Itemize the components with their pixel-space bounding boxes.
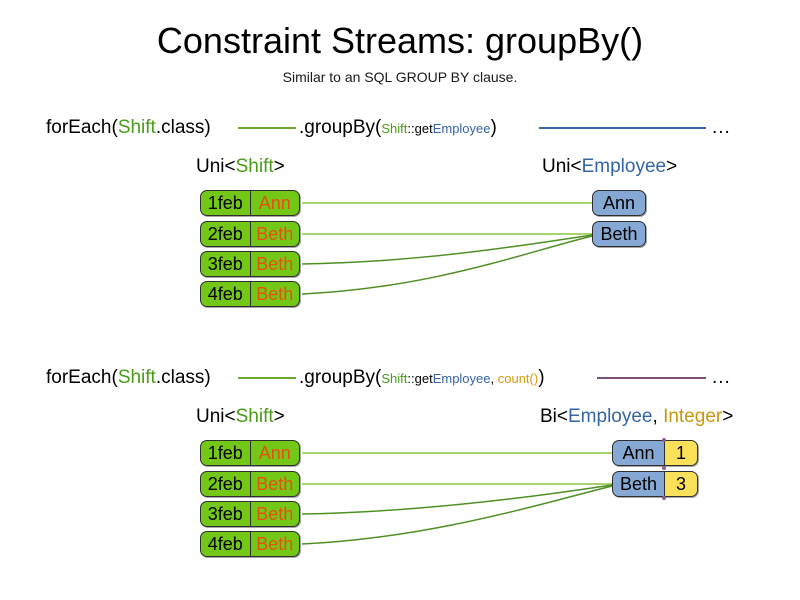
code-line-groupby-single: forEach(Shift.class) <box>46 116 211 140</box>
link-shift4-beth <box>301 235 593 295</box>
joint-dot-icon <box>662 496 666 500</box>
type-label-right-1: Uni<Employee> <box>542 155 677 178</box>
shift-date: 1feb <box>201 441 251 465</box>
employee-count: 3 <box>665 472 697 496</box>
type-label-right-1-type: Employee <box>581 156 667 177</box>
joint-dot-icon <box>662 466 666 470</box>
page-subtitle: Similar to an SQL GROUP BY clause. <box>282 69 518 85</box>
employee-box[interactable]: Ann <box>592 190 646 216</box>
shift-employee: Ann <box>258 193 291 213</box>
groupby-suffix: ) <box>490 117 497 138</box>
ellipsis-1: ... <box>712 117 731 138</box>
type-label-left-2-prefix: Uni< <box>196 406 236 427</box>
shift-date: 1feb <box>201 191 251 215</box>
rule-blue-1 <box>539 127 706 129</box>
type-label-right-1-suffix: > <box>666 156 678 177</box>
employee-count-box[interactable]: Beth 3 <box>612 471 698 497</box>
type-label-right-2: Bi<Employee, Integer> <box>540 405 733 428</box>
shift-box[interactable]: 3feb Beth <box>200 501 300 527</box>
ellipsis-2: ... <box>712 367 731 388</box>
shift-date: 3feb <box>201 502 251 526</box>
shift-date: 4feb <box>201 282 251 306</box>
shift-box[interactable]: 4feb Beth <box>200 531 300 557</box>
groupby-suffix: ) <box>538 367 545 388</box>
groupby-arg-comma: , <box>490 371 498 386</box>
shift-employee: Beth <box>256 504 294 524</box>
groupby-arg-property: Employee <box>432 371 491 386</box>
type-label-right-1-prefix: Uni< <box>542 156 582 177</box>
groupby-arg-class: Shift <box>381 371 408 386</box>
shift-box[interactable]: 1feb Ann <box>200 190 300 216</box>
employee-count: 1 <box>665 441 697 465</box>
groupby-arg-sep: ::get <box>407 371 433 386</box>
employee-name: Ann <box>613 441 665 465</box>
groupby-arg-collector: count() <box>497 371 539 386</box>
shift-date: 2feb <box>201 472 251 496</box>
groupby-arg-class: Shift <box>381 121 408 136</box>
employee-name: Ann <box>602 193 636 213</box>
shift-box[interactable]: 2feb Beth <box>200 471 300 497</box>
shift-date: 2feb <box>201 222 251 246</box>
shift-employee: Beth <box>256 474 294 494</box>
shift-box[interactable]: 3feb Beth <box>200 251 300 277</box>
shift-employee: Ann <box>258 443 291 463</box>
type-label-left-2: Uni<Shift> <box>196 405 285 428</box>
groupby-arg-sep: ::get <box>407 121 433 136</box>
shift-employee: Beth <box>256 254 294 274</box>
rule-green-2 <box>238 377 296 379</box>
employee-count-box[interactable]: Ann 1 <box>612 440 698 466</box>
groupby-arg-property: Employee <box>432 121 491 136</box>
foreach-suffix: .class) <box>155 117 211 138</box>
page-title: Constraint Streams: groupBy() <box>156 20 644 61</box>
groupby-prefix: .groupBy( <box>299 367 382 388</box>
link2-shift4-beth <box>301 485 613 545</box>
rule-purple-2 <box>597 377 706 379</box>
shift-box[interactable]: 2feb Beth <box>200 221 300 247</box>
shift-employee: Beth <box>256 224 294 244</box>
employee-name: Beth <box>613 472 665 496</box>
type-label-left-1-prefix: Uni< <box>196 156 236 177</box>
shift-box[interactable]: 4feb Beth <box>200 281 300 307</box>
code-line-groupby-count-call: .groupBy(Shift::getEmployee, count()) <box>299 366 545 391</box>
link-shift3-beth <box>301 234 593 265</box>
employee-box[interactable]: Beth <box>592 221 646 247</box>
foreach-prefix: forEach( <box>46 367 118 388</box>
foreach-suffix: .class) <box>155 367 211 388</box>
link2-shift3-beth <box>301 484 613 515</box>
groupby-prefix: .groupBy( <box>299 117 382 138</box>
shift-box[interactable]: 1feb Ann <box>200 440 300 466</box>
shift-employee: Beth <box>256 284 294 304</box>
employee-name: Beth <box>600 224 638 244</box>
shift-employee: Beth <box>256 534 294 554</box>
code-line-groupby-single-call: .groupBy(Shift::getEmployee) <box>299 116 497 141</box>
type-label-right-2-comma: , <box>652 406 664 427</box>
joint-dot-icon <box>662 438 666 442</box>
type-label-right-2-type2: Integer <box>663 406 723 427</box>
foreach-type-shift: Shift <box>117 367 156 388</box>
type-label-right-2-type: Employee <box>568 406 653 427</box>
type-label-right-2-suffix: > <box>722 406 734 427</box>
shift-date: 3feb <box>201 252 251 276</box>
shift-date: 4feb <box>201 532 251 556</box>
foreach-type-shift: Shift <box>117 117 156 138</box>
type-label-left-1: Uni<Shift> <box>196 155 285 178</box>
type-label-left-2-type: Shift <box>235 406 274 427</box>
rule-green-1 <box>238 127 296 129</box>
type-label-left-2-suffix: > <box>273 406 285 427</box>
code-line-groupby-count: forEach(Shift.class) <box>46 366 211 390</box>
foreach-prefix: forEach( <box>46 117 118 138</box>
type-label-left-1-suffix: > <box>273 156 285 177</box>
type-label-left-1-type: Shift <box>235 156 274 177</box>
type-label-right-2-prefix: Bi< <box>540 406 568 427</box>
